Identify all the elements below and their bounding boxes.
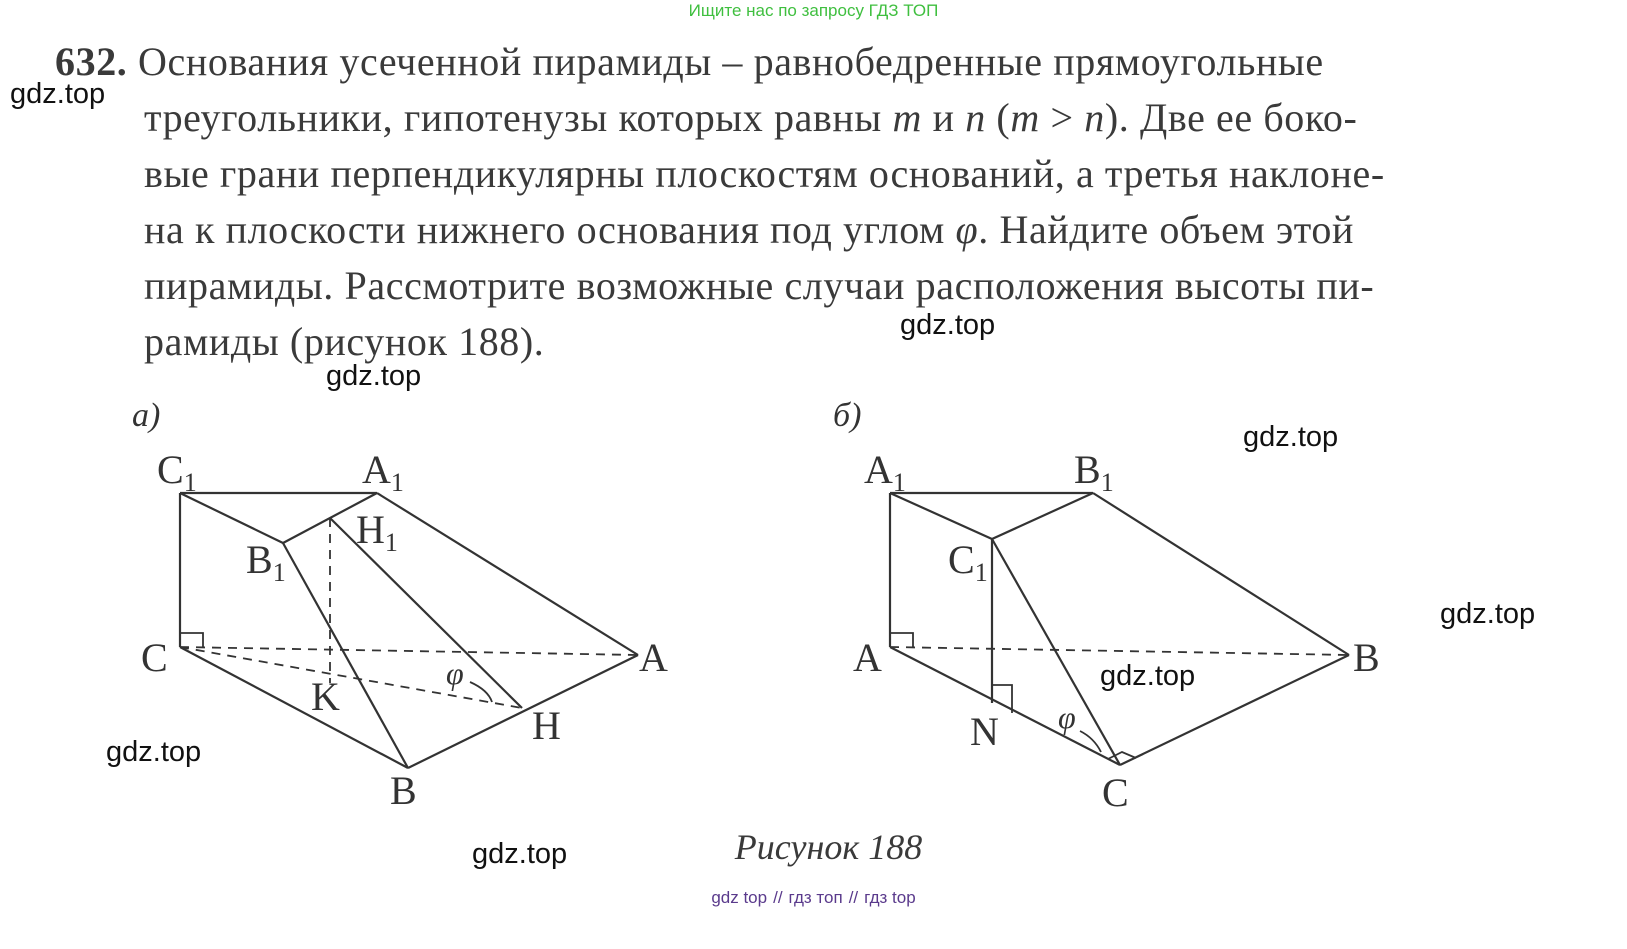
point-label: B bbox=[390, 768, 417, 813]
point-label: B1 bbox=[246, 537, 286, 587]
angle-label: φ bbox=[1058, 699, 1076, 735]
figure-a-hidden-edges bbox=[179, 518, 639, 709]
angle-arc-phi-b bbox=[1079, 730, 1102, 753]
point-label: C1 bbox=[948, 537, 988, 587]
edge-c1-c bbox=[991, 538, 1121, 766]
watermark: gdz.top bbox=[1243, 421, 1339, 453]
figure-a-marks bbox=[180, 632, 493, 703]
watermark: gdz.top bbox=[1440, 598, 1536, 630]
problem-line-5: пирамиды. Рассмотрите возможные случаи р… bbox=[144, 263, 1375, 308]
watermark: gdz.top bbox=[472, 838, 568, 870]
figure-a-label: а) bbox=[132, 397, 160, 434]
watermark: gdz.top bbox=[1100, 660, 1196, 692]
point-label: A1 bbox=[362, 447, 404, 497]
watermark: gdz.top bbox=[106, 736, 202, 768]
problem-line-2: треугольники, гипотенузы которых равны m… bbox=[144, 95, 1358, 140]
footer-links: gdz top // гдз топ // гдз top bbox=[0, 888, 1627, 908]
right-angle-mark-c bbox=[1107, 751, 1137, 760]
edge-c-b bbox=[1119, 654, 1350, 766]
angle-arc-phi-a bbox=[469, 681, 493, 703]
figure-b-marks bbox=[890, 632, 1137, 760]
figure-caption: Рисунок 188 bbox=[734, 827, 923, 867]
watermark: gdz.top bbox=[10, 78, 106, 110]
hidden-a-b bbox=[889, 646, 1350, 656]
edge-b1-b bbox=[282, 542, 409, 769]
problem-line-1-text: Основания усеченной пирамиды – равнобедр… bbox=[138, 39, 1324, 84]
edge-b-a bbox=[407, 654, 639, 769]
footer-link[interactable]: гдз топ bbox=[788, 888, 843, 907]
point-label: B bbox=[1353, 635, 1380, 680]
edge-b1-b bbox=[1092, 492, 1350, 656]
figure-b-edges bbox=[888, 491, 1350, 766]
problem-line-6: рамиды (рисунок 188). bbox=[144, 319, 545, 364]
figure-b-point-labels: A1 B1 C1 A B N C φ bbox=[853, 447, 1380, 815]
watermark: gdz.top bbox=[900, 309, 996, 341]
problem-line-4: на к плоскости нижнего основания под угл… bbox=[144, 207, 1354, 252]
right-angle-mark-n bbox=[992, 684, 1013, 713]
figure-b-label: б) bbox=[833, 397, 861, 434]
watermark: gdz.top bbox=[326, 360, 422, 392]
problem-line-3: вые грани перпендикулярны плоскостям осн… bbox=[144, 151, 1385, 196]
point-label: A bbox=[639, 635, 668, 680]
edge-c1-b1 bbox=[179, 492, 284, 544]
edge-a-c bbox=[889, 646, 1121, 766]
point-label: H1 bbox=[356, 507, 398, 557]
figure-b-hidden-edges bbox=[889, 646, 1350, 656]
edge-a1-a bbox=[376, 492, 639, 656]
footer-link[interactable]: гдз top bbox=[864, 888, 916, 907]
point-label: C1 bbox=[157, 447, 197, 497]
point-label: A bbox=[853, 635, 882, 680]
edge-h1-h bbox=[329, 517, 523, 709]
problem-line-1: 632. Основания усеченной пирамиды – равн… bbox=[55, 34, 1324, 90]
hidden-c-h bbox=[179, 646, 523, 709]
point-label: B1 bbox=[1074, 447, 1114, 497]
right-angle-mark-c bbox=[180, 632, 204, 647]
figure-a-edges bbox=[178, 491, 639, 769]
footer-link[interactable]: gdz top bbox=[711, 888, 768, 907]
footer-separator: // bbox=[773, 888, 783, 907]
hidden-c-a bbox=[179, 646, 639, 656]
right-angle-mark-a bbox=[890, 632, 914, 647]
top-banner[interactable]: Ищите нас по запросу ГДЗ ТОП bbox=[688, 1, 939, 20]
edge-c1-b1 bbox=[991, 491, 1094, 541]
point-label: H bbox=[532, 703, 561, 748]
point-label: N bbox=[970, 709, 999, 754]
point-label: A1 bbox=[864, 447, 906, 497]
point-label: C bbox=[1102, 770, 1129, 815]
angle-label: φ bbox=[446, 655, 464, 691]
point-label: K bbox=[311, 674, 340, 719]
point-label: C bbox=[141, 635, 168, 680]
footer-separator: // bbox=[848, 888, 859, 907]
figure-a-point-labels: C1 A1 H1 B1 C A K H B φ bbox=[141, 447, 668, 813]
problem-number: 632. bbox=[55, 39, 128, 84]
edge-c-b bbox=[179, 646, 409, 769]
edge-a1-c1 bbox=[889, 491, 993, 541]
